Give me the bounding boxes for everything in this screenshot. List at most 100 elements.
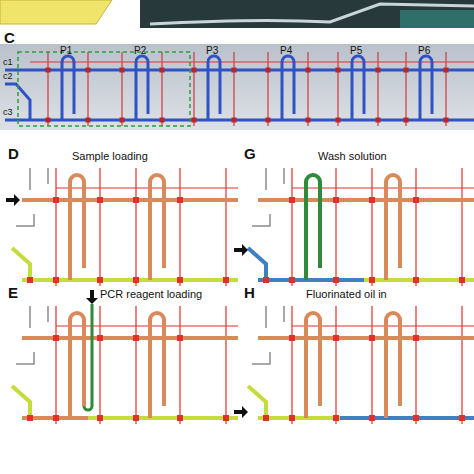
pump-label: P2: [134, 45, 146, 56]
flow-channel: [22, 278, 108, 282]
valve: [133, 197, 139, 203]
valve: [177, 415, 183, 421]
control-line: [225, 168, 226, 286]
flow-channel: [128, 198, 238, 202]
control-line: [16, 306, 48, 364]
valve: [177, 335, 183, 341]
valve: [404, 118, 409, 123]
flow-channel: [258, 416, 340, 420]
serpentine-loop: [420, 56, 432, 120]
control-line: [445, 52, 446, 126]
valve: [369, 335, 375, 341]
valve: [306, 68, 311, 73]
valve: [413, 415, 419, 421]
control-line: [121, 52, 122, 126]
flow-channel: [5, 119, 474, 122]
valve: [263, 415, 269, 421]
valve: [404, 68, 409, 73]
flow-channel: [88, 416, 238, 420]
channel-label: c3: [3, 108, 13, 118]
valve: [97, 197, 103, 203]
flow-channel: [258, 198, 364, 202]
step-title: Wash solution: [318, 150, 387, 162]
serpentine-loop: [62, 56, 74, 120]
valve: [160, 118, 165, 123]
schematic: [6, 168, 238, 286]
valve: [333, 197, 339, 203]
valve: [369, 415, 375, 421]
channel-network-photo: [5, 52, 474, 126]
control-line: [193, 52, 194, 126]
serpentine-loop: [150, 175, 164, 280]
control-line: [371, 168, 372, 286]
panel-letter: H: [244, 285, 255, 302]
valve: [444, 118, 449, 123]
valve: [266, 68, 271, 73]
flow-channel: [22, 416, 88, 420]
valve: [444, 68, 449, 73]
valve: [133, 277, 139, 283]
control-line: [461, 306, 462, 424]
reagent-channel: [84, 304, 92, 410]
valve: [266, 118, 271, 123]
valve: [192, 118, 197, 123]
flow-arrow: [234, 406, 248, 418]
step-title: Sample loading: [72, 150, 148, 162]
valve: [306, 118, 311, 123]
valve: [160, 68, 165, 73]
control-line: [87, 52, 88, 126]
serpentine-loop: [386, 313, 400, 418]
control-line: [135, 306, 136, 424]
valve: [97, 277, 103, 283]
valve: [333, 277, 339, 283]
control-line: [179, 306, 180, 424]
pump-label: P5: [350, 45, 362, 56]
step-title: Fluorinated oil in: [306, 288, 387, 300]
valve: [192, 68, 197, 73]
channel-label: c1: [3, 58, 13, 68]
panel-letter: G: [244, 146, 256, 163]
valve: [376, 68, 381, 73]
control-line: [415, 168, 416, 286]
valve: [53, 335, 59, 341]
control-line: [99, 306, 100, 424]
inlet-channel: [12, 386, 30, 418]
control-line: [252, 168, 284, 226]
serpentine-loop: [70, 175, 84, 280]
valve: [413, 197, 419, 203]
valve: [333, 415, 339, 421]
inlet-channel: [248, 386, 266, 418]
control-line: [16, 168, 48, 226]
valve: [333, 335, 339, 341]
valve: [289, 415, 295, 421]
control-line: [335, 306, 336, 424]
flow-channel: [340, 416, 474, 420]
valve: [46, 118, 51, 123]
valve: [289, 197, 295, 203]
chip-photo: [140, 0, 474, 28]
valve: [53, 277, 59, 283]
valve: [336, 68, 341, 73]
valve: [177, 197, 183, 203]
valve: [369, 197, 375, 203]
valve: [27, 415, 33, 421]
valve: [133, 335, 139, 341]
valve: [289, 335, 295, 341]
panel-letter: D: [8, 146, 19, 163]
valve: [232, 68, 237, 73]
valve: [53, 197, 59, 203]
serpentine-loop: [306, 175, 320, 280]
control-line: [335, 168, 336, 286]
control-line: [415, 306, 416, 424]
control-line: [337, 52, 338, 126]
control-line: [55, 168, 56, 286]
valve: [86, 118, 91, 123]
valve: [289, 277, 295, 283]
control-line: [291, 306, 292, 424]
valve: [223, 415, 229, 421]
inlet-channel: [12, 248, 30, 280]
panel-letter: E: [8, 285, 18, 302]
control-line: [161, 52, 162, 126]
serpentine-loop: [306, 313, 320, 418]
valve: [97, 415, 103, 421]
